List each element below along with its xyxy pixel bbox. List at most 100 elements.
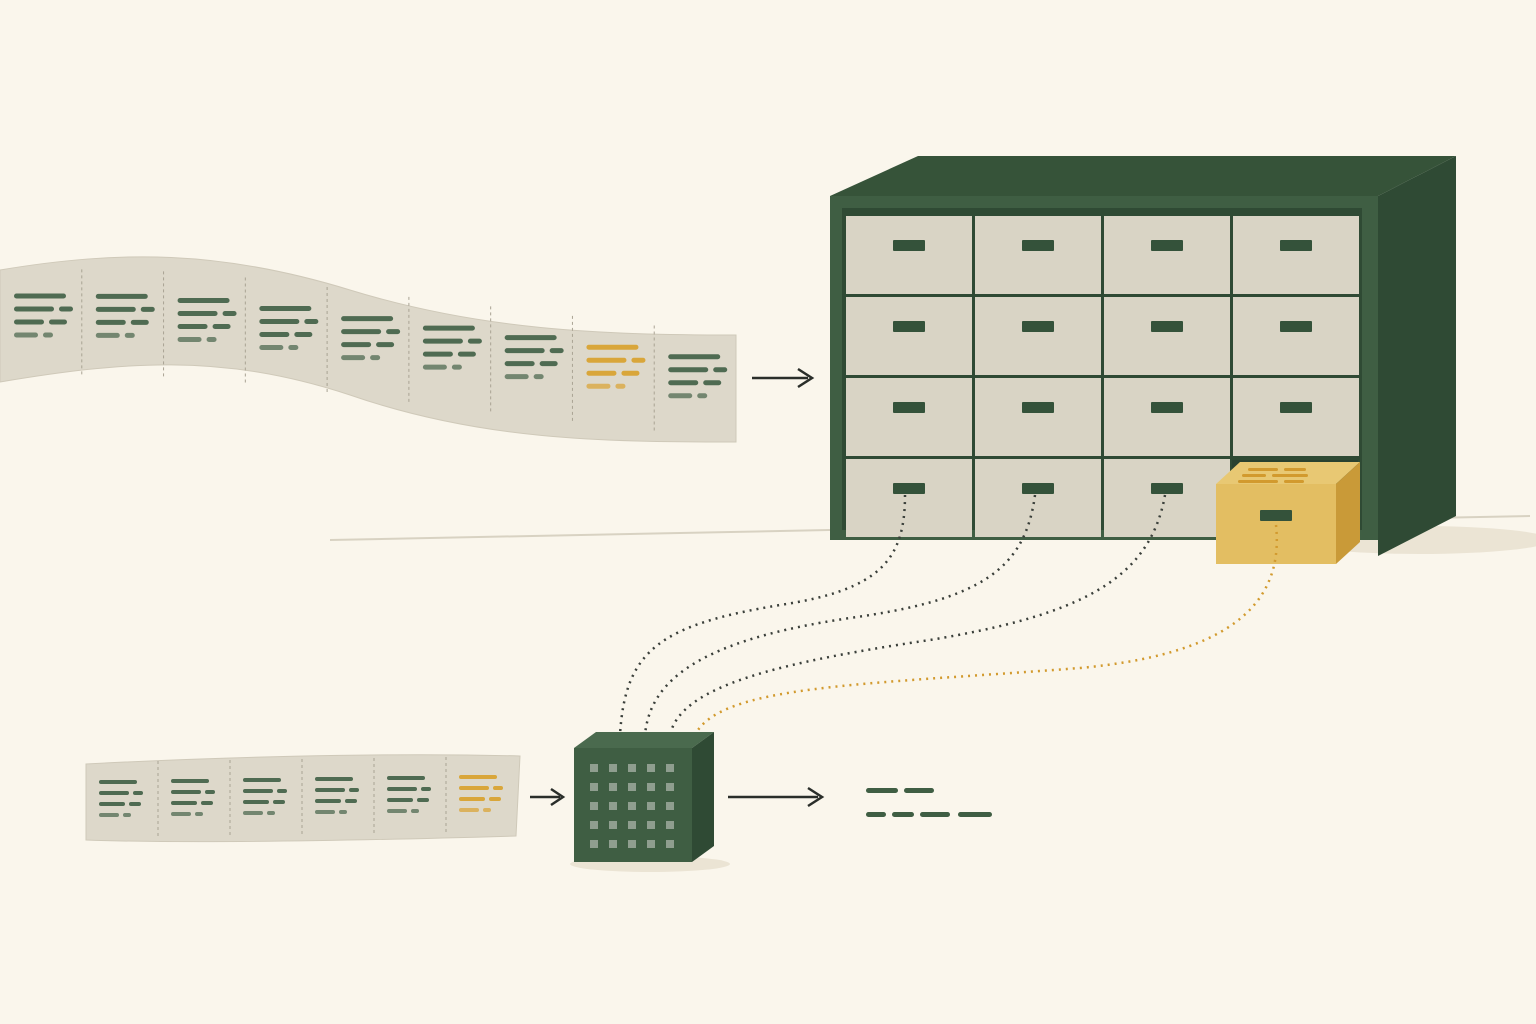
tape-text-line — [668, 354, 721, 360]
cube-cell — [609, 802, 617, 810]
drawer-handle — [1022, 483, 1054, 494]
drawer-handle — [1280, 240, 1312, 251]
tape-text-line — [345, 799, 357, 803]
tape-text-line — [133, 791, 143, 795]
open-drawer-face — [1216, 484, 1336, 564]
cabinet-drawer — [1233, 216, 1359, 294]
tape-text-line — [140, 306, 155, 312]
open-drawer-handle — [1260, 510, 1292, 521]
arrow-to-output — [728, 786, 825, 808]
tape-text-line — [539, 361, 558, 367]
cabinet-drawer — [1104, 378, 1230, 456]
tape-text-line — [130, 319, 149, 325]
tape-text-line — [171, 801, 197, 805]
output-line-1-a — [866, 788, 898, 793]
tape-text-line — [95, 319, 126, 325]
drawer-handle — [1151, 240, 1183, 251]
cube-cell — [628, 783, 636, 791]
drawer-handle — [893, 321, 925, 332]
cube-cell — [609, 783, 617, 791]
retrieval-links — [618, 494, 1279, 736]
tape-body — [85, 754, 521, 843]
arrow-to-processor — [530, 787, 566, 807]
tape-text-line — [493, 786, 503, 790]
cube-cell — [590, 783, 598, 791]
tape-text-line — [668, 367, 709, 373]
tape-text-line — [267, 811, 275, 815]
cabinet-drawer — [846, 378, 972, 456]
tape-text-line — [259, 332, 290, 338]
arrow-to-cabinet — [752, 367, 815, 389]
cabinet-side — [1378, 156, 1456, 556]
open-drawer-top — [1216, 462, 1360, 484]
cube-cell — [666, 802, 674, 810]
tape-text-line — [243, 800, 269, 804]
tape-text-line — [504, 374, 529, 380]
tape-text-line — [459, 808, 479, 812]
cube-cell — [609, 821, 617, 829]
cabinet-drawer — [1104, 459, 1230, 537]
memory-cabinet — [830, 156, 1456, 564]
context-tape-top — [0, 256, 737, 443]
cube-cell — [647, 802, 655, 810]
drawer-handle — [1022, 402, 1054, 413]
cube-cell — [647, 764, 655, 772]
cube-cell — [647, 821, 655, 829]
tape-text-line — [99, 791, 129, 795]
output-line-2-a — [866, 812, 886, 817]
tape-text-line — [586, 344, 639, 350]
tape-text-line — [703, 380, 722, 386]
open-drawer — [1216, 460, 1360, 564]
tape-text-line — [422, 325, 475, 331]
cube-top — [574, 732, 714, 748]
tape-text-line — [387, 787, 417, 791]
tape-text-line — [315, 799, 341, 803]
tape-text-line — [697, 393, 708, 399]
tape-text-line — [483, 808, 491, 812]
tape-text-line — [288, 345, 299, 351]
cube-side — [692, 732, 714, 862]
tape-text-line — [195, 812, 203, 816]
output-line-2-c — [920, 812, 950, 817]
tape-text-line — [457, 351, 476, 357]
drawer-handle — [1151, 402, 1183, 413]
tape-text-line — [205, 790, 215, 794]
cube-cell — [666, 821, 674, 829]
cabinet-drawer — [1104, 216, 1230, 294]
tape-text-line — [177, 323, 208, 329]
tape-text-line — [421, 787, 431, 791]
tape-text-line — [14, 319, 44, 325]
cube-cell — [590, 802, 598, 810]
cabinet-top — [830, 156, 1456, 196]
cabinet-drawer — [846, 216, 972, 294]
tape-text-line — [99, 780, 137, 784]
tape-text-line — [349, 788, 359, 792]
tape-text-line — [586, 383, 611, 389]
tape-text-line — [171, 790, 201, 794]
tape-text-line — [222, 310, 237, 316]
context-tape-bottom — [85, 754, 521, 843]
output-line-1-b — [904, 788, 934, 793]
tape-text-line — [504, 348, 545, 354]
cabinet-drawer — [975, 216, 1101, 294]
tape-text-line — [277, 789, 287, 793]
tape-text-line — [315, 777, 353, 781]
tape-text-line — [95, 306, 136, 312]
retrieval-link-3 — [668, 494, 1167, 736]
cube-cell — [666, 783, 674, 791]
tape-text-line — [417, 798, 429, 802]
tape-text-line — [489, 797, 501, 801]
drawer-handle — [893, 402, 925, 413]
cube-cell — [609, 840, 617, 848]
tape-text-line — [504, 335, 557, 341]
tape-text-line — [467, 338, 482, 344]
cube-cell — [647, 783, 655, 791]
tape-text-line — [201, 801, 213, 805]
drawer-handle — [893, 240, 925, 251]
tape-text-line — [177, 297, 230, 303]
output-line-2-d — [958, 812, 992, 817]
tape-text-line — [504, 361, 535, 367]
tape-text-line — [341, 342, 372, 348]
tape-text-line — [386, 329, 401, 335]
tape-text-line — [59, 306, 73, 312]
